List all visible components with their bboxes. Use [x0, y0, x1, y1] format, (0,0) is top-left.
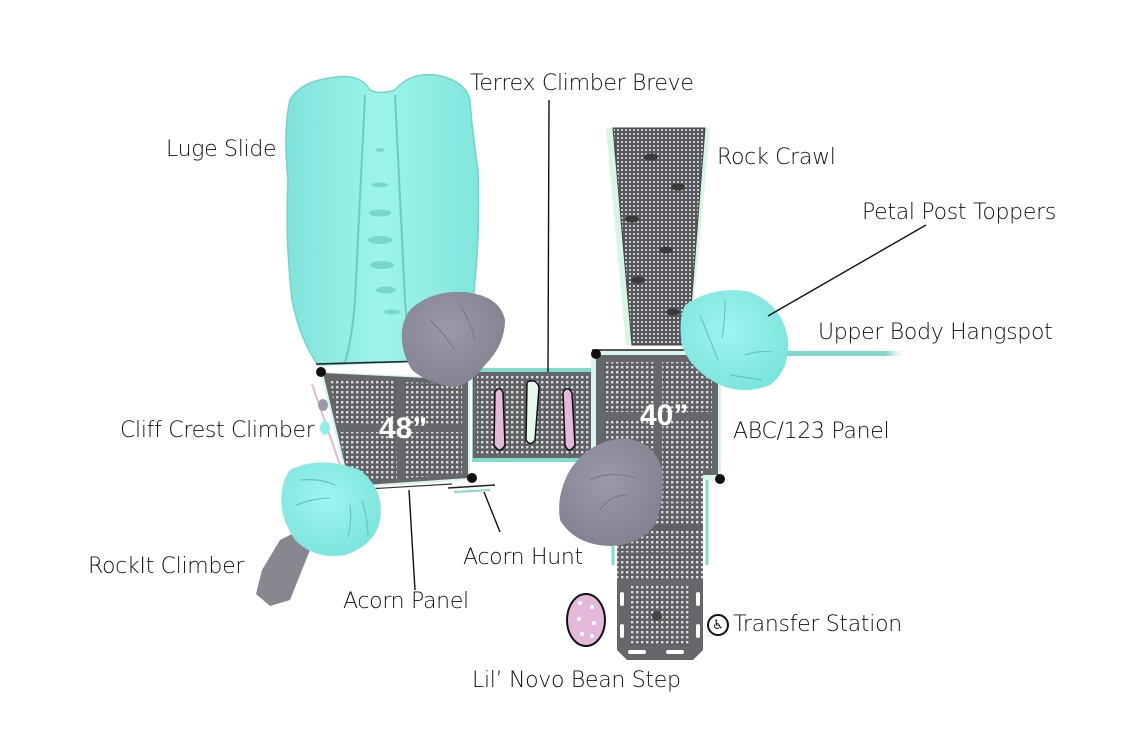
- label-abc-123-panel: ABC/123 Panel: [733, 419, 890, 444]
- petal-post-topper-gray-top: [401, 291, 505, 387]
- label-cliff-crest-climber: Cliff Crest Climber: [120, 418, 315, 443]
- label-petal-post-toppers: Petal Post Toppers: [862, 200, 1056, 225]
- lil-novo-bean-step: [566, 593, 606, 647]
- rockit-climber: [256, 530, 312, 606]
- label-acorn-hunt: Acorn Hunt: [463, 545, 583, 570]
- label-transfer-station: Transfer Station: [733, 612, 902, 637]
- label-lil-novo-bean-step: Lil’ Novo Bean Step: [472, 668, 681, 693]
- label-upper-body-hangspot: Upper Body Hangspot: [818, 320, 1053, 345]
- petal-post-topper-left: [281, 462, 381, 556]
- leader-acorn-hunt: [483, 491, 501, 533]
- leader-terrex: [547, 99, 550, 373]
- wheelchair-accessible-icon: ♿: [707, 614, 729, 636]
- deck-height-40: 40”: [640, 399, 688, 432]
- petal-post-topper-gray-bottom: [559, 438, 663, 546]
- leader-lines: [408, 99, 927, 591]
- label-rock-crawl: Rock Crawl: [717, 145, 836, 170]
- deck-height-48: 48”: [379, 412, 427, 445]
- transfer-station: [611, 470, 709, 660]
- label-acorn-panel: Acorn Panel: [343, 589, 469, 614]
- leader-acorn-panel: [408, 489, 416, 591]
- label-luge-slide: Luge Slide: [166, 137, 277, 162]
- label-rockit-climber: RockIt Climber: [88, 554, 245, 579]
- upper-body-hangspot-bar: [760, 351, 908, 356]
- rock-crawl: [606, 127, 710, 346]
- cliff-crest-climber: [318, 399, 330, 435]
- leader-petal-post-toppers: [767, 224, 927, 317]
- deck-48: [311, 367, 477, 491]
- acorn-hunt: [447, 484, 496, 493]
- label-terrex-climber-breve: Terrex Climber Breve: [470, 71, 694, 96]
- petal-post-topper-right: [680, 290, 789, 390]
- terrex-climber-breve: [472, 368, 596, 462]
